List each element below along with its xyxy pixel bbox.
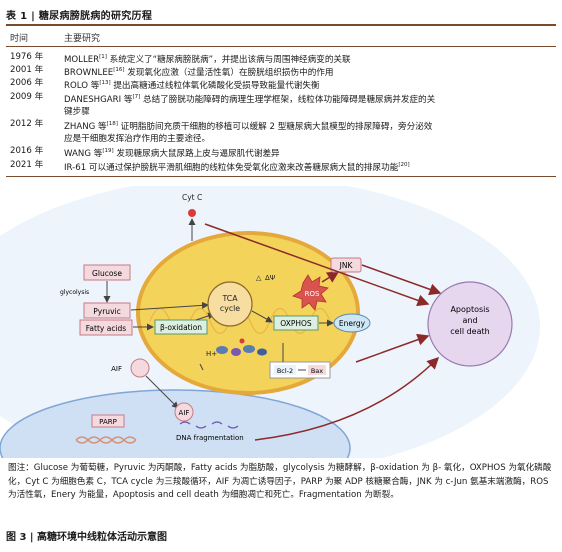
row-year: 2021 年	[10, 160, 44, 170]
beta-oxidation-label: β-oxidation	[160, 323, 202, 332]
row-text-cont: 应是干细胞发挥治疗作用的主要途径。	[64, 134, 211, 145]
table-header-rule	[6, 46, 556, 47]
pyruvic-label: Pyruvic	[93, 307, 120, 316]
row-text: 发现糖尿病大鼠尿路上皮与逼尿肌代谢差异	[113, 148, 280, 159]
mitochondria-diagram: Cyt C Glucose glycolysis Pyruvic Fatty a…	[0, 186, 540, 458]
table-row: 2016 年 WANG 等[19] 发现糖尿病大鼠尿路上皮与逼尿肌代谢差异	[10, 145, 550, 160]
note-label: 图注：	[8, 463, 34, 473]
mito-to-aif-arrow	[199, 363, 204, 371]
note-text: Glucose 为葡萄糖，Pyruvic 为丙酮酸，Fatty acids 为脂…	[8, 463, 552, 500]
table-bottom-rule	[6, 176, 556, 178]
row-year: 1976 年	[10, 52, 44, 62]
row-ref: [13]	[99, 80, 111, 86]
bcl2-tag	[274, 365, 296, 375]
row-year: 2012 年	[10, 119, 44, 129]
figure-note: 图注：Glucose 为葡萄糖，Pyruvic 为丙酮酸，Fatty acids…	[8, 462, 556, 503]
row-text: 证明脂肪间充质干细胞的移植可以缓解 2 型糖尿病大鼠模型的排尿障碍，旁分泌效	[117, 121, 433, 132]
row-author: DANESHGARI 等	[64, 94, 133, 105]
row-text: 系统定义了“糖尿病膀胱病”，并提出该病与周围神经病变的关联	[106, 54, 351, 65]
row-ref: [7]	[132, 94, 141, 100]
fatty-acids-label: Fatty acids	[86, 324, 126, 333]
header-study: 主要研究	[64, 34, 101, 44]
row-author: BROWNLEE	[64, 67, 114, 78]
energy-oval	[333, 313, 371, 333]
aif-translocation-arrow	[145, 375, 179, 409]
row-year: 2009 年	[10, 92, 44, 102]
bax-to-apoptosis-arrow	[355, 333, 430, 363]
row-author: MOLLER	[64, 54, 100, 65]
warning-icon: △	[256, 274, 262, 282]
table-row: 2009 年 DANESHGARI 等[7] 总结了膀胱功能障碍的病理生理学框架…	[10, 91, 550, 119]
beta-oxidation-box	[154, 319, 208, 335]
dna-fragments	[179, 421, 239, 429]
cytc-top-label: Cyt C	[182, 193, 202, 202]
parp-box	[91, 414, 125, 428]
table-top-rule	[6, 24, 556, 26]
aif-node-nucleus	[174, 402, 194, 422]
pyruvic-to-tca-arrow	[130, 301, 209, 311]
table-row: 2012 年 ZHANG 等[18] 证明脂肪间充质干细胞的移植可以缓解 2 型…	[10, 118, 550, 146]
pyruvic-box	[83, 302, 131, 319]
row-text-cont: 键步骤	[64, 107, 90, 118]
row-author: WANG 等	[64, 148, 103, 159]
jnk-box	[330, 257, 362, 273]
ros-burst	[292, 274, 329, 311]
tca-to-oxphos-arrow	[251, 310, 273, 323]
delta-psi-label: ΔΨ	[265, 274, 276, 282]
apoptosis-node	[427, 281, 513, 367]
energy-label: Energy	[339, 319, 366, 328]
row-author: ZHANG 等	[64, 121, 107, 132]
jnk-to-apoptosis-arrow	[361, 264, 442, 296]
row-author: ROLO 等	[64, 80, 100, 91]
bax-label: Bax	[311, 367, 323, 375]
dna-fragmentation-label: DNA fragmentation	[176, 434, 244, 442]
mito-to-apoptosis-arrow-top	[204, 223, 430, 307]
dna-to-apoptosis-arrow	[254, 356, 440, 441]
row-ref: [19]	[102, 148, 114, 154]
row-year: 2016 年	[10, 146, 44, 156]
row-ref: [18]	[106, 121, 118, 127]
membrane-complexes	[216, 338, 267, 356]
cytc-top-dot	[188, 209, 196, 217]
glucose-box	[83, 264, 131, 281]
oxphos-label: OXPHOS	[280, 319, 312, 328]
aif-node-cytoplasm	[130, 358, 150, 378]
bax-tag	[308, 365, 326, 375]
dna-helix-left	[75, 436, 137, 444]
row-ref: [20]	[398, 162, 410, 168]
row-text: 总结了膀胱功能障碍的病理生理学框架，线粒体功能障碍是糖尿病并发症的关	[140, 94, 436, 105]
row-text: 提出高糖通过线粒体氧化磷酸化受损导致能量代谢失衡	[110, 80, 320, 91]
aif-label-nucleus: AIF	[179, 409, 190, 417]
table-row: 2021 年 IR-61 可以通过保护膀胱平滑肌细胞的线粒体免受氧化应激来改善糖…	[10, 159, 550, 174]
jnk-label: JNK	[339, 261, 354, 270]
table-row: 2006 年 ROLO 等[13] 提出高糖通过线粒体氧化磷酸化受损导致能量代谢…	[10, 77, 550, 92]
header-time: 时间	[10, 34, 29, 44]
aif-label-cytoplasm: AIF	[111, 365, 122, 373]
table-row: 2001 年 BROWNLEE[16] 发现氧化应激（过量活性氧）在膀胱组织损伤…	[10, 64, 550, 79]
table-row: 1976 年 MOLLER[1] 系统定义了“糖尿病膀胱病”，并提出该病与周围神…	[10, 51, 550, 66]
ros-label: ROS	[305, 290, 320, 298]
glycolysis-label: glycolysis	[60, 289, 89, 296]
row-text: 发现氧化应激（过量活性氧）在膀胱组织损伤中的作用	[124, 67, 334, 78]
h-plus-label: H+	[206, 350, 217, 358]
figure-caption: 图 3 | 高糖环境中线粒体活动示意图	[6, 532, 168, 543]
parp-label: PARP	[99, 418, 117, 426]
glucose-label: Glucose	[92, 269, 122, 278]
table-caption: 表 1 | 糖尿病膀胱病的研究历程	[6, 11, 153, 22]
row-author: IR-61 可以通过保护膀胱平滑肌细胞的线粒体免受氧化应激来改善糖尿病大鼠的排尿…	[64, 162, 399, 173]
tca-cycle	[207, 281, 253, 327]
row-year: 2001 年	[10, 65, 44, 75]
bcl2-label: Bcl-2	[277, 367, 293, 375]
oxphos-box	[273, 315, 319, 331]
row-year: 2006 年	[10, 78, 44, 88]
ros-to-jnk-arrow	[321, 271, 340, 283]
fatty-acids-box	[79, 319, 133, 336]
row-ref: [16]	[113, 67, 125, 73]
row-ref: [1]	[99, 54, 107, 60]
